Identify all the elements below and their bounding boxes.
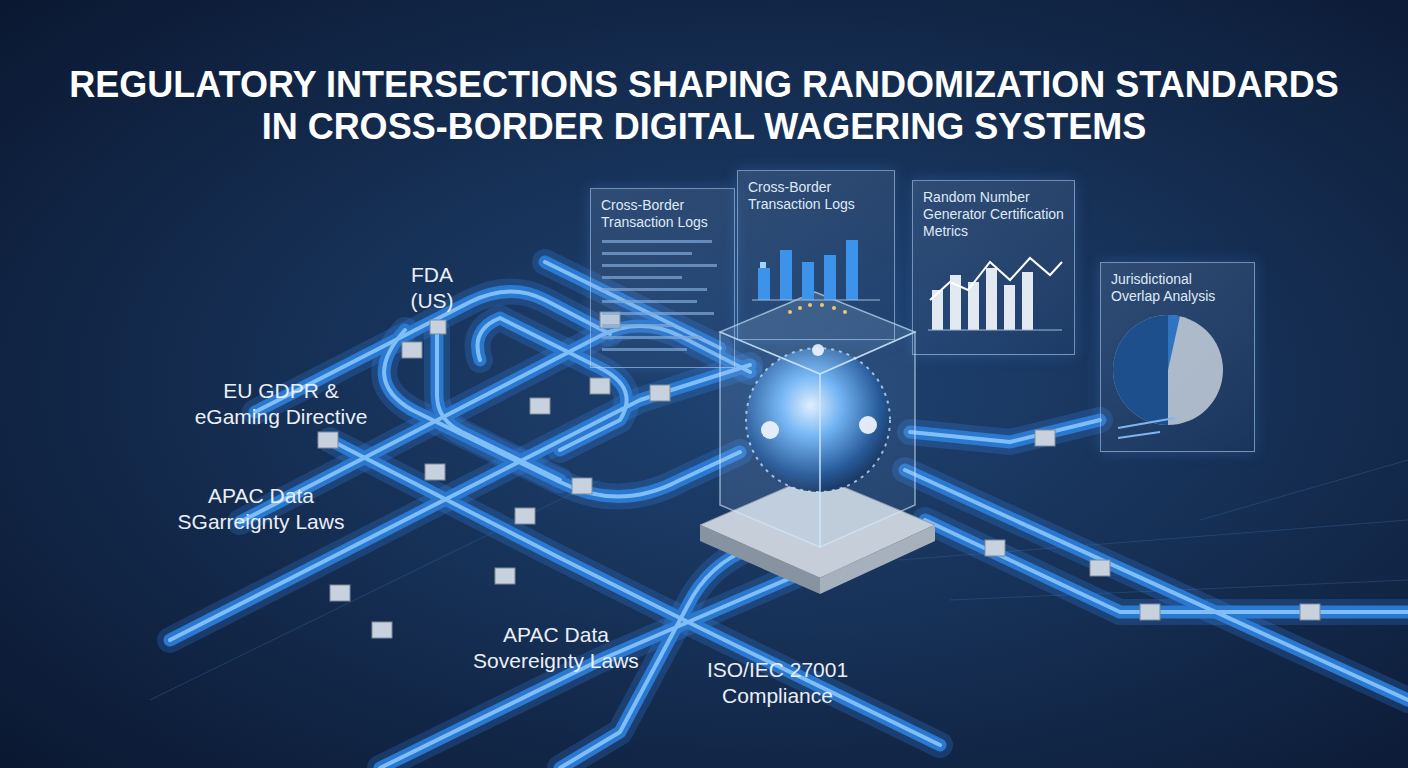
diagram-title: REGULATORY INTERSECTIONS SHAPING RANDOMI… [54, 64, 1354, 148]
panel-heading: Random Number Generator Certification Me… [913, 181, 1074, 240]
data-panel: Cross-Border Transaction Logs [590, 188, 735, 368]
data-panel: Cross-Border Transaction Logs [737, 170, 895, 340]
regulation-label: ISO/IEC 27001 Compliance [695, 657, 860, 709]
regulation-label: APAC Data Sovereignty Laws [460, 622, 652, 674]
panel-heading: Jurisdictional Overlap Analysis [1101, 263, 1254, 305]
regulation-label: FDA (US) [402, 262, 462, 314]
regulation-label: APAC Data SGarreignty Laws [165, 483, 357, 535]
data-panel: Jurisdictional Overlap Analysis [1100, 262, 1255, 452]
panel-heading: Cross-Border Transaction Logs [591, 189, 734, 231]
regulation-label: EU GDPR & eGaming Directive [192, 378, 370, 430]
panel-heading: Cross-Border Transaction Logs [738, 171, 894, 213]
data-panel: Random Number Generator Certification Me… [912, 180, 1075, 355]
